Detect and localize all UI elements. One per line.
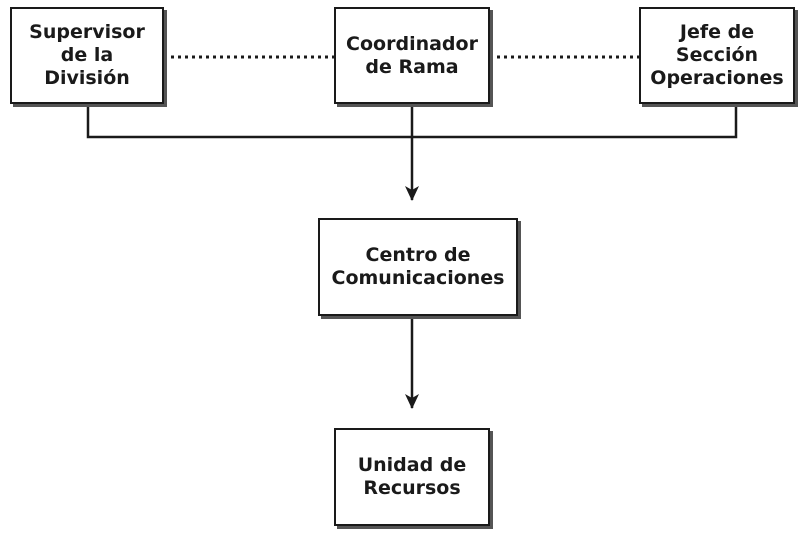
node-jefe-seccion-operaciones: Jefe de Sección Operaciones [639, 7, 795, 104]
node-label-coordinador-rama: Coordinador de Rama [346, 32, 478, 78]
node-supervisor-division: Supervisor de la División [10, 7, 164, 104]
arrowhead-centro-to-unidad [405, 394, 419, 409]
node-label-centro-comunicaciones: Centro de Comunicaciones [331, 244, 505, 289]
node-centro-comunicaciones: Centro de Comunicaciones [318, 218, 518, 316]
node-unidad-recursos: Unidad de Recursos [334, 428, 490, 526]
node-label-jefe-seccion-operaciones: Jefe de Sección Operaciones [650, 21, 784, 89]
node-coordinador-rama: Coordinador de Rama [334, 7, 490, 104]
arrowhead-coordinador-to-centro [405, 186, 419, 201]
node-label-unidad-recursos: Unidad de Recursos [357, 454, 467, 499]
node-label-supervisor-division: Supervisor de la División [29, 21, 145, 89]
